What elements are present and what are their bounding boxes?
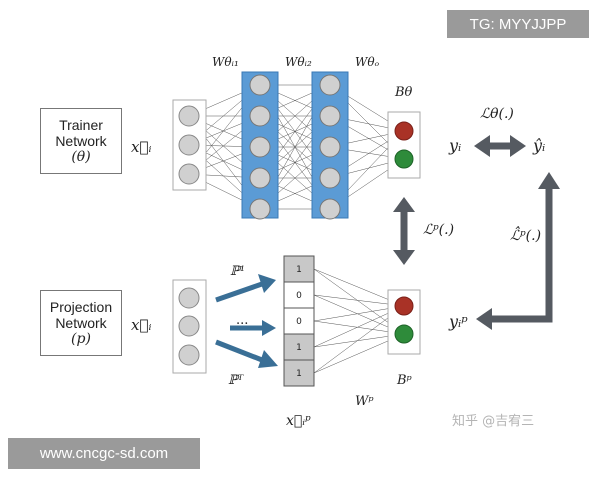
projection-output-node-green xyxy=(394,324,414,344)
hidden-2-node xyxy=(319,74,341,96)
label-proj-1: ℙ¹ xyxy=(230,264,245,279)
projection-input-nodes xyxy=(178,287,200,366)
projection-arrow-T xyxy=(215,339,278,368)
trainer-param: (θ) xyxy=(71,149,91,166)
label-proj-dots: ... xyxy=(236,313,248,328)
bit-cell xyxy=(283,281,315,309)
projection-input-node xyxy=(178,315,200,337)
hidden-layer-1-nodes xyxy=(249,74,271,220)
bit-cell xyxy=(283,333,315,361)
bit-cell xyxy=(283,359,315,387)
projection-bit-vector: 1 0 0 1 1 xyxy=(283,255,315,387)
projection-network-box: Projection Network (p) xyxy=(40,290,122,356)
label-proj-T: ℙᵀ xyxy=(228,373,244,388)
bit-value: 0 xyxy=(296,317,302,327)
projection-output-node-red xyxy=(394,296,414,316)
trainer-input-node xyxy=(178,105,200,127)
hidden-1-node xyxy=(249,74,271,96)
label-w-theta-o: Wθₒ xyxy=(355,55,380,69)
label-w-theta-1: Wθᵢ₁ xyxy=(212,55,239,69)
label-w-theta-2: Wθᵢ₂ xyxy=(285,55,312,69)
label-b-p: Bᵖ xyxy=(396,373,412,388)
trainer-input-nodes xyxy=(178,105,200,185)
bit-value: 1 xyxy=(296,265,302,275)
projection-param: (p) xyxy=(71,331,91,348)
zhihu-watermark: 知乎 @吉宥三 xyxy=(452,414,535,429)
trainer-output-node-red xyxy=(394,121,414,141)
trainer-network-box: Trainer Network (θ) xyxy=(40,108,122,174)
hidden-1-node xyxy=(249,136,271,158)
hidden-layer-1 xyxy=(241,71,279,219)
hidden-2-node xyxy=(319,167,341,189)
label-loss-hat-p: ℒ̂ᵖ(.) xyxy=(510,225,541,244)
double-arrow-vertical xyxy=(393,197,415,265)
projection-title-line2: Network xyxy=(55,314,107,331)
hidden-layer-2-nodes xyxy=(319,74,341,220)
watermark-top: TG: MYYJJPP xyxy=(447,10,589,38)
label-b-theta: Bθ xyxy=(394,85,413,100)
hidden-1-node xyxy=(249,167,271,189)
bit-value: 1 xyxy=(296,343,302,353)
hidden-2-node xyxy=(319,198,341,220)
trainer-input-label: x⃗ᵢ xyxy=(131,138,151,156)
trainer-input-node xyxy=(178,163,200,185)
projection-title-line1: Projection xyxy=(49,298,113,315)
bit-cell xyxy=(283,307,315,335)
projection-arrow-dots xyxy=(230,320,276,336)
label-y-hat-i: ŷᵢ xyxy=(532,136,545,155)
bit-value: 1 xyxy=(296,369,302,379)
projection-arrow-1 xyxy=(215,274,276,303)
label-w-p: Wᵖ xyxy=(355,394,374,409)
watermark-bottom: www.cncgc-sd.com xyxy=(8,438,200,469)
label-x-i-p: x⃗ᵢᵖ xyxy=(286,413,311,429)
label-loss-p: ℒᵖ(.) xyxy=(423,222,454,238)
projection-input-node xyxy=(178,344,200,366)
double-arrow-horizontal xyxy=(474,135,526,157)
bit-value: 0 xyxy=(296,291,302,301)
projection-input-label: x⃗ᵢ xyxy=(131,316,151,334)
hidden-1-node xyxy=(249,105,271,127)
hidden-2-node xyxy=(319,105,341,127)
trainer-output-node-green xyxy=(394,149,414,169)
elbow-arrow xyxy=(476,172,560,330)
label-y-i: yᵢ xyxy=(448,136,461,155)
hidden-2-node xyxy=(319,136,341,158)
trainer-input-node xyxy=(178,134,200,156)
hidden-1-node xyxy=(249,198,271,220)
label-y-i-p: yᵢᵖ xyxy=(448,312,468,331)
trainer-title-line1: Trainer xyxy=(59,116,103,133)
projection-input-node xyxy=(178,287,200,309)
label-loss-theta: ℒθ(.) xyxy=(480,106,514,122)
trainer-connections xyxy=(188,84,405,210)
trainer-title-line2: Network xyxy=(55,132,107,149)
